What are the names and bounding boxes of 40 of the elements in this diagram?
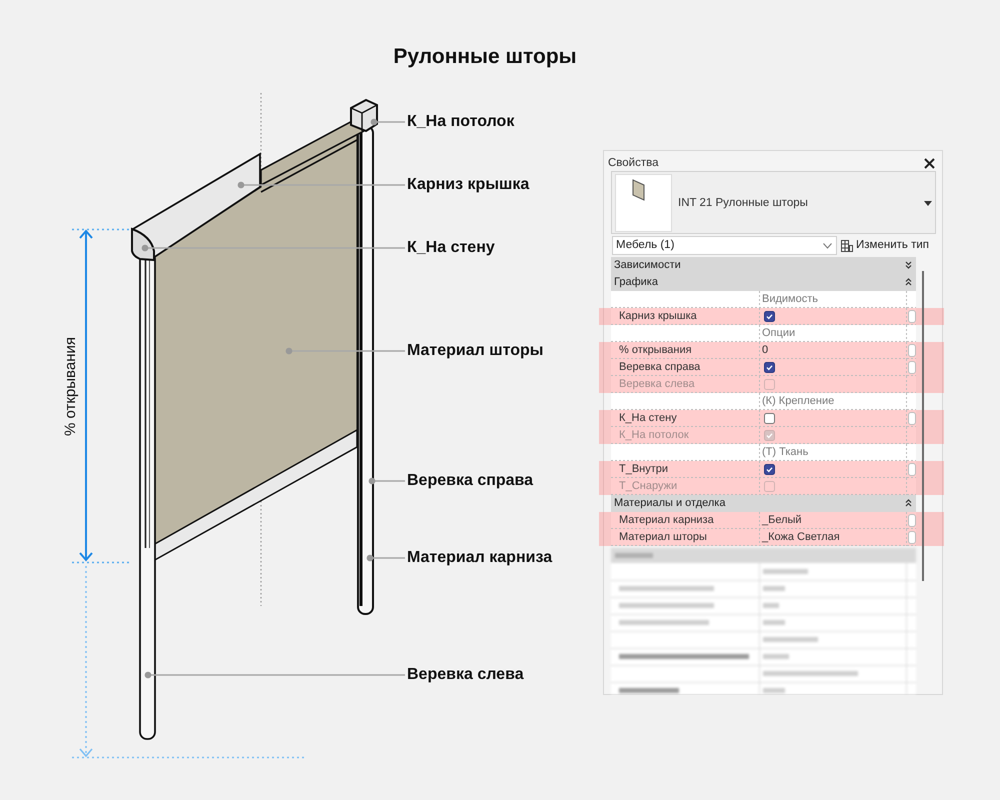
parameter-value: _Кожа Светлая [762,530,840,545]
callout-label: К_На потолок [407,113,514,131]
leader-line [144,672,405,678]
leader-line [370,118,405,126]
leader-line [238,182,405,188]
parameter-value: _Белый [762,513,802,528]
parameter-name: К_На стену [619,411,677,426]
group-header-title: Материалы и отделка [614,496,726,511]
callout-label: Карниз крышка [407,176,530,194]
parameter-name: Т_Внутри [619,462,668,477]
parameter-name: Т_Снаружи [619,479,678,494]
panel-title: Свойства [608,156,658,171]
subgroup-label: (К) Крепление [762,394,834,409]
leader-line [366,554,405,562]
dimension-label: % открывания [62,337,80,436]
group-header-title: Зависимости [614,258,681,273]
subgroup-label: (Т) Ткань [762,445,808,460]
subgroup-label: Опции [762,326,796,341]
callout-label: Веревка слева [407,666,524,684]
leader-line [368,478,405,484]
parameter-value: 0 [762,343,768,358]
callout-label: Материал карниза [407,549,552,567]
leader-line [286,348,405,354]
parameter-name: Веревка справа [619,360,700,375]
parameter-name: % открывания [619,343,692,358]
parameter-name: Веревка слева [619,377,695,392]
parameter-name: Карниз крышка [619,309,697,324]
callout-label: Материал шторы [407,342,544,360]
parameter-name: Материал шторы [619,530,707,545]
parameter-name: Материал карниза [619,513,714,528]
group-header-title: Графика [614,275,658,290]
category-dropdown: Мебель (1) [612,236,837,255]
type-name: INT 21 Рулонные шторы [678,196,808,211]
edit-type-button: Изменить тип [841,236,929,255]
subgroup-label: Видимость [762,292,818,307]
leader-line [142,244,405,252]
title: Рулонные шторы [393,44,577,70]
parameter-name: К_На потолок [619,428,689,443]
callout-label: К_На стену [407,239,495,257]
callout-label: Веревка справа [407,472,534,490]
